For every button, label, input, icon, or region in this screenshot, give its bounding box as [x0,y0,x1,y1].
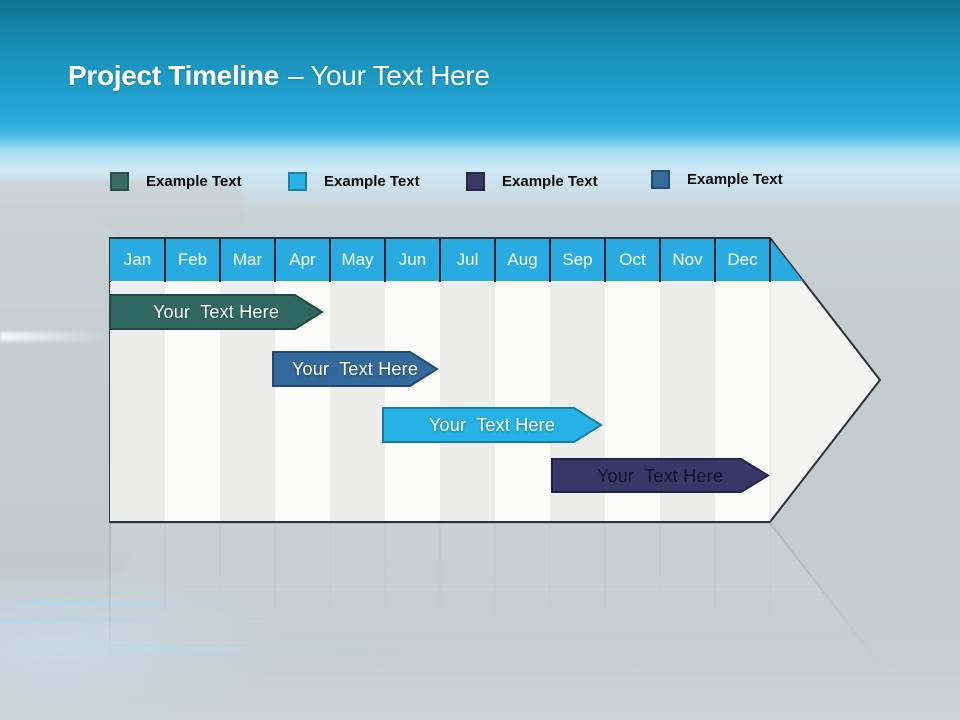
background-lens-flare [0,619,210,621]
legend-swatch-teal [110,171,129,191]
legend-item-1: Example Text [110,169,242,193]
gantt-bar-label-3: Your Text Here [428,415,556,435]
month-header-cell: Mar [232,250,263,269]
background-lens-flare [20,649,450,652]
month-header-cell: Jan [123,250,152,269]
month-header-cell: Jun [398,250,427,269]
legend-label: Example Text [146,172,242,190]
gantt-bar-2 [272,351,439,387]
background-lens-flare [0,602,300,605]
month-header-cell: Aug [507,250,538,269]
background-car-highlight [0,332,112,341]
month-header-cell: May [341,250,374,269]
month-header-cell: Jul [456,250,479,269]
month-header-separators [164,238,771,282]
legend-label: Example Text [324,172,420,190]
legend-item-2: Example Text [288,169,420,193]
page-title: Project Timeline – Your Text Here [68,60,490,92]
month-header-band [110,239,803,281]
legend-item-4: Example Text [651,167,783,191]
legend-swatch-steelblue [651,169,670,189]
month-header-cell: Dec [727,250,758,269]
legend-label: Example Text [687,170,783,188]
title-subtitle: – Your Text Here [287,60,490,91]
month-header-cell: Apr [289,250,316,269]
month-header-cell: Feb [177,250,208,269]
background-car-silhouette-body [0,215,130,575]
title-main: Project Timeline [68,60,279,91]
gantt-bar-3 [382,407,603,443]
gantt-bar-label-1: Your Text Here [152,302,280,322]
month-header-cell: Nov [672,250,703,269]
legend-swatch-navy [466,171,485,191]
gantt-bar-label-4: Your Text Here [596,466,724,486]
gantt-bar-label-2: Your Text Here [291,359,419,379]
timeline-reflection [109,522,882,720]
legend-item-3: Example Text [466,169,598,193]
month-header-cell: Sep [562,250,593,269]
gantt-bar-1 [109,294,324,330]
legend-swatch-cyan [288,171,307,191]
legend-label: Example Text [502,172,598,190]
gantt-bar-4 [551,458,770,493]
month-header-cell: Oct [619,250,646,269]
